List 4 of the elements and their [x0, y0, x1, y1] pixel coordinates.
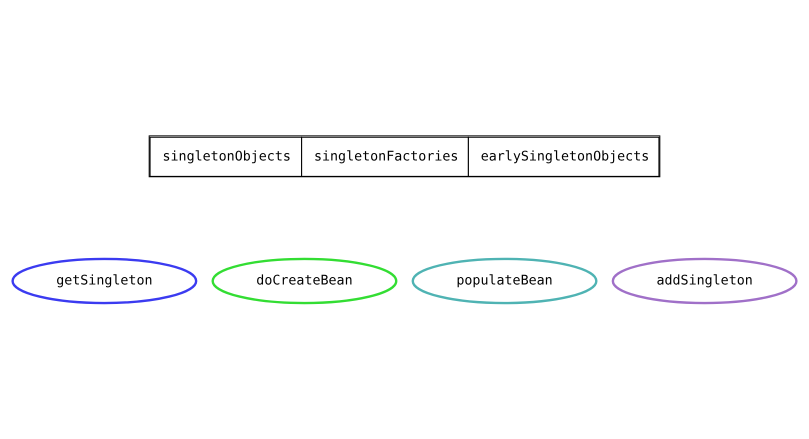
- node-ellipse: doCreateBean: [212, 258, 398, 304]
- node-ellipse: addSingleton: [612, 258, 798, 304]
- node-ellipse: getSingleton: [11, 258, 198, 304]
- node-ellipse: populateBean: [412, 258, 598, 304]
